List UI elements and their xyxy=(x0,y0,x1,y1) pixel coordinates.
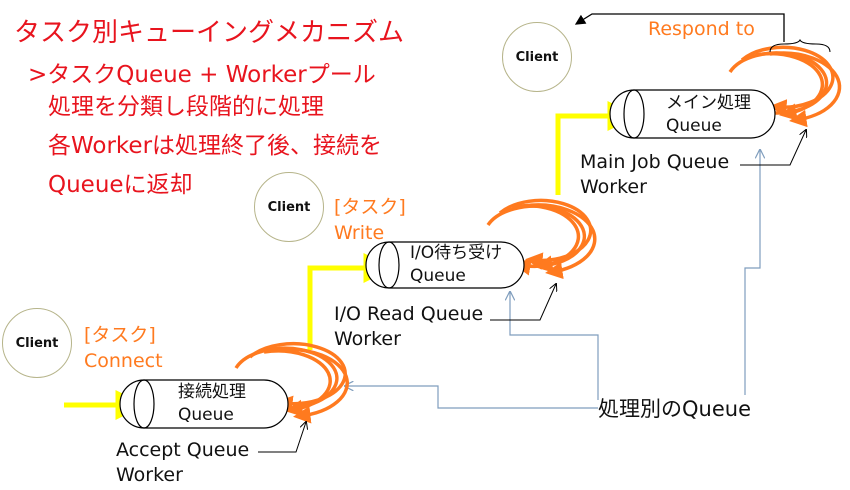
accept-worker-loops xyxy=(234,341,349,424)
io-worker-label: I/O Read Queue Worker xyxy=(334,303,484,350)
client-accept: Client xyxy=(2,308,72,378)
bullet-1: >タスクQueue + Workerプール xyxy=(28,62,376,88)
respond-to-label: Respond to xyxy=(648,18,755,40)
client-main: Client xyxy=(502,22,572,92)
bullet-2: 処理を分類し段階的に処理 xyxy=(48,94,324,120)
main-job-queue-cylinder xyxy=(609,89,776,139)
main-job-queue-label: メイン処理 Queue xyxy=(666,93,751,136)
accept-queue-cylinder xyxy=(119,379,289,429)
task-connect-label: [タスク] Connect xyxy=(84,324,163,372)
queue-pointer-lines xyxy=(345,150,760,409)
accept-worker-label: Accept Queue Worker xyxy=(116,439,250,486)
respond-brace xyxy=(769,38,831,53)
io-worker-loops xyxy=(486,198,597,280)
accept-queue-label: 接続処理 Queue xyxy=(178,382,246,425)
task-write-label: [タスク] Write xyxy=(334,196,406,244)
bullet-4: Queueに返却 xyxy=(48,172,193,198)
diagram-title: タスク別キューイングメカニズム xyxy=(14,18,405,48)
client-io: Client xyxy=(254,172,324,242)
worker-pointer-lines xyxy=(258,130,806,453)
bullet-3: 各Workerは処理終了後、接続を xyxy=(48,133,383,159)
io-queue-label: I/O待ち受け Queue xyxy=(410,243,503,286)
main-job-worker-loops xyxy=(728,45,842,128)
respond-return-line xyxy=(574,13,785,42)
main-job-worker-label: Main Job Queue Worker xyxy=(580,151,730,198)
io-queue-cylinder xyxy=(365,241,525,289)
queue-by-process-label: 処理別のQueue xyxy=(598,397,751,421)
